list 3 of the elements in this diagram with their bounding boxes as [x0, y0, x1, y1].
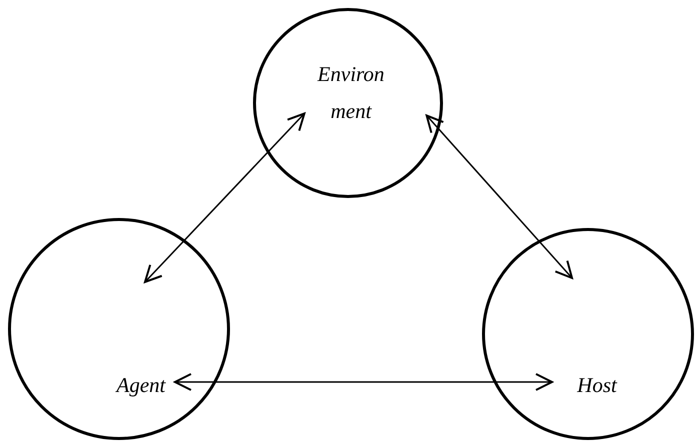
double-arrow	[144, 112, 306, 283]
double-arrow	[174, 373, 553, 391]
double-arrow	[426, 114, 573, 279]
